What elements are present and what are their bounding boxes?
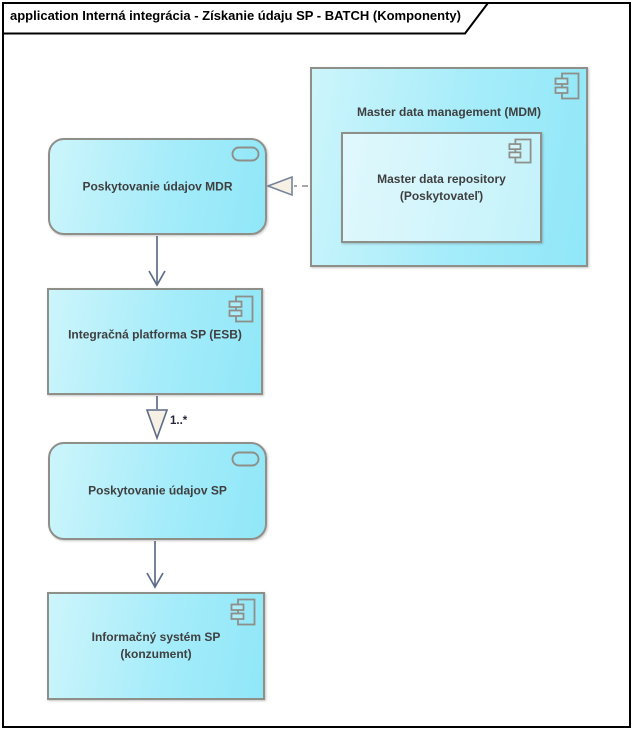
component-icon xyxy=(508,138,532,167)
service-icon xyxy=(231,451,260,470)
diagram-title: application Interná integrácia - Získani… xyxy=(10,8,461,23)
hollow-triangle-arrowhead-icon xyxy=(145,409,169,441)
node-label: Master data management (MDM) xyxy=(356,105,542,119)
node-poskytovanie-udajov-mdr[interactable]: Poskytovanie údajov MDR xyxy=(48,138,267,235)
multiplicity-label: 1..* xyxy=(170,415,188,427)
node-label-line2: (Poskytovateľ) xyxy=(399,188,484,203)
component-icon xyxy=(554,72,580,103)
node-label: Poskytovanie údajov SP xyxy=(88,483,227,498)
node-integracna-platforma-sp-esb[interactable]: Integračná platforma SP (ESB) xyxy=(47,288,263,395)
connector-svc-mdr-to-esb[interactable] xyxy=(148,236,166,287)
diagram-title-tab xyxy=(2,2,491,35)
node-label-line1: Master data repository xyxy=(377,171,506,186)
node-informacny-system-sp[interactable]: Informačný systém SP (konzument) xyxy=(47,592,265,700)
node-poskytovanie-udajov-sp[interactable]: Poskytovanie údajov SP xyxy=(48,442,267,540)
node-label-line2: (konzument) xyxy=(120,647,192,661)
open-v-arrowhead-icon xyxy=(148,270,166,287)
node-label: Integračná platforma SP (ESB) xyxy=(68,327,242,342)
open-v-arrowhead-icon xyxy=(146,572,164,589)
node-label: Poskytovanie údajov MDR xyxy=(82,179,233,193)
node-label-line1: Informačný systém SP xyxy=(91,630,221,644)
component-icon xyxy=(230,598,256,629)
connector-svc-sp-to-is-sp[interactable] xyxy=(146,541,164,589)
node-master-data-repository[interactable]: Master data repository (Poskytovateľ) xyxy=(341,132,542,243)
connector-esb-to-svc-sp[interactable]: 1..* xyxy=(145,396,188,441)
open-triangle-arrowhead-icon xyxy=(265,175,293,197)
service-icon xyxy=(231,146,260,165)
component-icon xyxy=(228,295,254,326)
